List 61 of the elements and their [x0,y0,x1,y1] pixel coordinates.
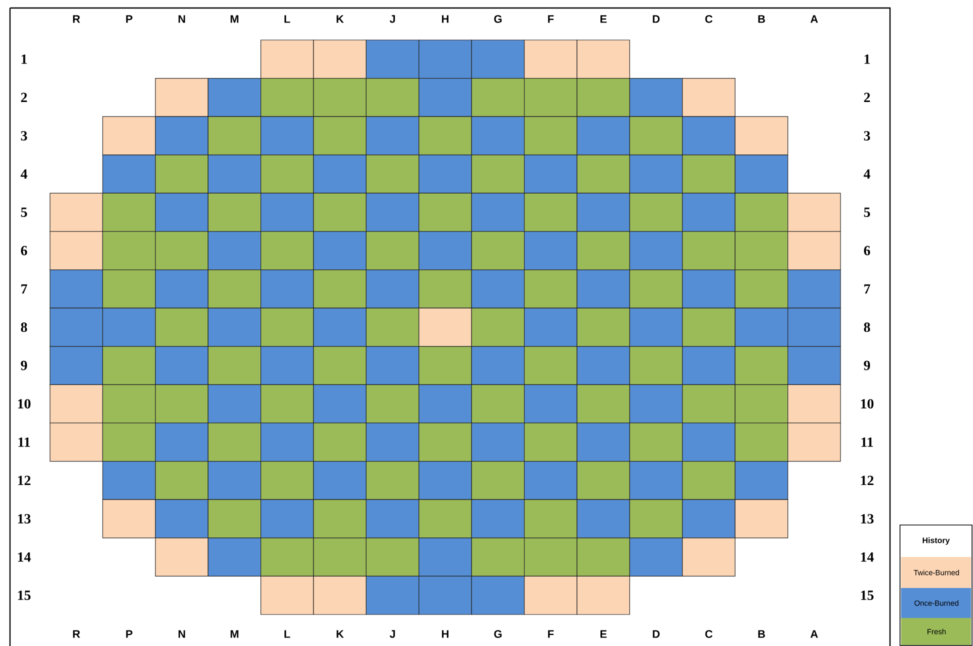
row-number: 3 [21,131,28,140]
row-number: 12 [18,476,30,486]
row-number: 6 [864,246,870,256]
row-number: 14 [861,552,874,562]
row-number: 13 [18,514,31,524]
row-number: 6 [21,246,28,256]
row-number: 1 [22,54,27,64]
row-number: 7 [864,284,870,294]
row-number: 9 [864,360,870,370]
column-letter: J [390,15,395,23]
column-letter: C [705,630,712,638]
row-number: 3 [864,131,870,140]
column-letter: A [810,15,818,23]
column-letter: L [284,630,290,638]
column-letter: G [494,15,502,23]
row-number: 4 [864,169,870,179]
row-number: 9 [20,360,27,370]
row-number: 12 [861,476,874,486]
row-number: 5 [864,208,870,217]
legend-heading: History [922,537,950,545]
row-number: 15 [18,590,30,600]
row-number: 2 [864,92,870,102]
column-letter: F [548,15,554,23]
column-letter: N [178,15,186,23]
column-letter: H [442,630,448,638]
row-number: 5 [21,208,27,217]
row-number: 1 [864,54,870,64]
column-letter: E [600,15,607,23]
column-letter: F [548,630,554,638]
column-letter: M [230,15,238,23]
column-letter: B [758,15,765,23]
column-letter: A [810,630,818,638]
column-letter: P [126,15,132,23]
row-number: 4 [20,169,28,179]
column-letter: B [758,630,765,638]
column-letter: D [652,15,660,23]
row-number: 13 [861,514,874,524]
row-number: 11 [862,437,873,447]
column-letter: R [73,630,80,638]
column-letter: L [284,15,290,23]
row-number: 10 [18,399,30,409]
row-number: 2 [21,92,27,102]
row-number: 15 [861,590,874,600]
column-letter: R [73,15,80,23]
row-number: 11 [18,437,30,447]
column-letter: H [442,15,448,23]
row-number: 8 [20,322,28,332]
column-letter: N [178,630,186,638]
row-number: 8 [864,322,870,332]
column-letter: P [126,630,132,638]
column-letter: K [336,630,344,638]
column-letter: D [652,630,660,638]
column-letter: J [390,630,395,638]
column-letter: E [600,630,607,638]
row-number: 10 [861,399,874,409]
row-number: 7 [21,284,28,294]
column-letter: G [494,630,502,638]
column-letter: K [336,15,344,23]
column-letter: M [230,630,238,638]
column-letter: C [705,15,712,23]
row-number: 14 [18,552,31,562]
